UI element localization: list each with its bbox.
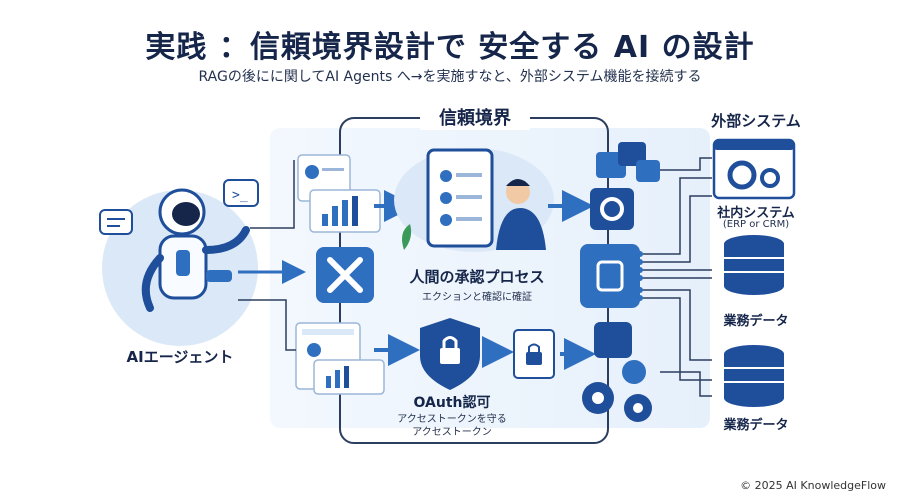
tools-icon	[316, 247, 374, 303]
connector-dots	[637, 251, 643, 301]
document-chart-icon	[297, 154, 381, 233]
document-report-icon	[295, 322, 385, 395]
internal-system-label: 社内システム	[717, 206, 795, 221]
oauth-label: OAuth認可	[413, 395, 491, 411]
approval-label: 人間の承認プロセス	[409, 268, 545, 286]
agent-label: AIエージェント	[126, 348, 234, 366]
approval-illustration	[394, 148, 554, 252]
agent-connector-up	[250, 160, 295, 229]
oauth-sublabel-2: アクセストークン	[412, 427, 492, 438]
external-systems-label: 外部システム	[711, 112, 801, 130]
ai-agent-illustration: >_	[99, 179, 259, 346]
internal-system-window-icon	[712, 138, 796, 200]
database-icon-2	[724, 345, 784, 407]
page-title: 実践 ：信頼境界設計で 安全する AI の設計	[145, 30, 755, 65]
token-document-icon	[513, 329, 555, 379]
oauth-sublabel-1: アクセストークンを守る	[397, 414, 507, 425]
integration-modules	[580, 142, 660, 422]
database-icon-1	[724, 235, 784, 295]
svg-text:>_: >_	[232, 188, 248, 203]
copyright-footer: © 2025 AI KnowledgeFlow	[740, 479, 886, 492]
approval-sublabel: エクションと確認に確証	[422, 292, 532, 303]
agent-connector-down	[238, 299, 296, 351]
fanout-lines	[640, 157, 712, 397]
page-subtitle: RAGの後にに関してAI Agents へ→を実施すなと、外部システム機能を接続…	[198, 69, 702, 85]
trust-boundary-label: 信頼境界	[420, 104, 530, 130]
business-data-label-1: 業務データ	[723, 314, 789, 329]
internal-system-sublabel: (ERP or CRM)	[722, 219, 790, 230]
oauth-shield-icon	[420, 318, 480, 390]
business-data-label-2: 業務データ	[723, 418, 789, 433]
